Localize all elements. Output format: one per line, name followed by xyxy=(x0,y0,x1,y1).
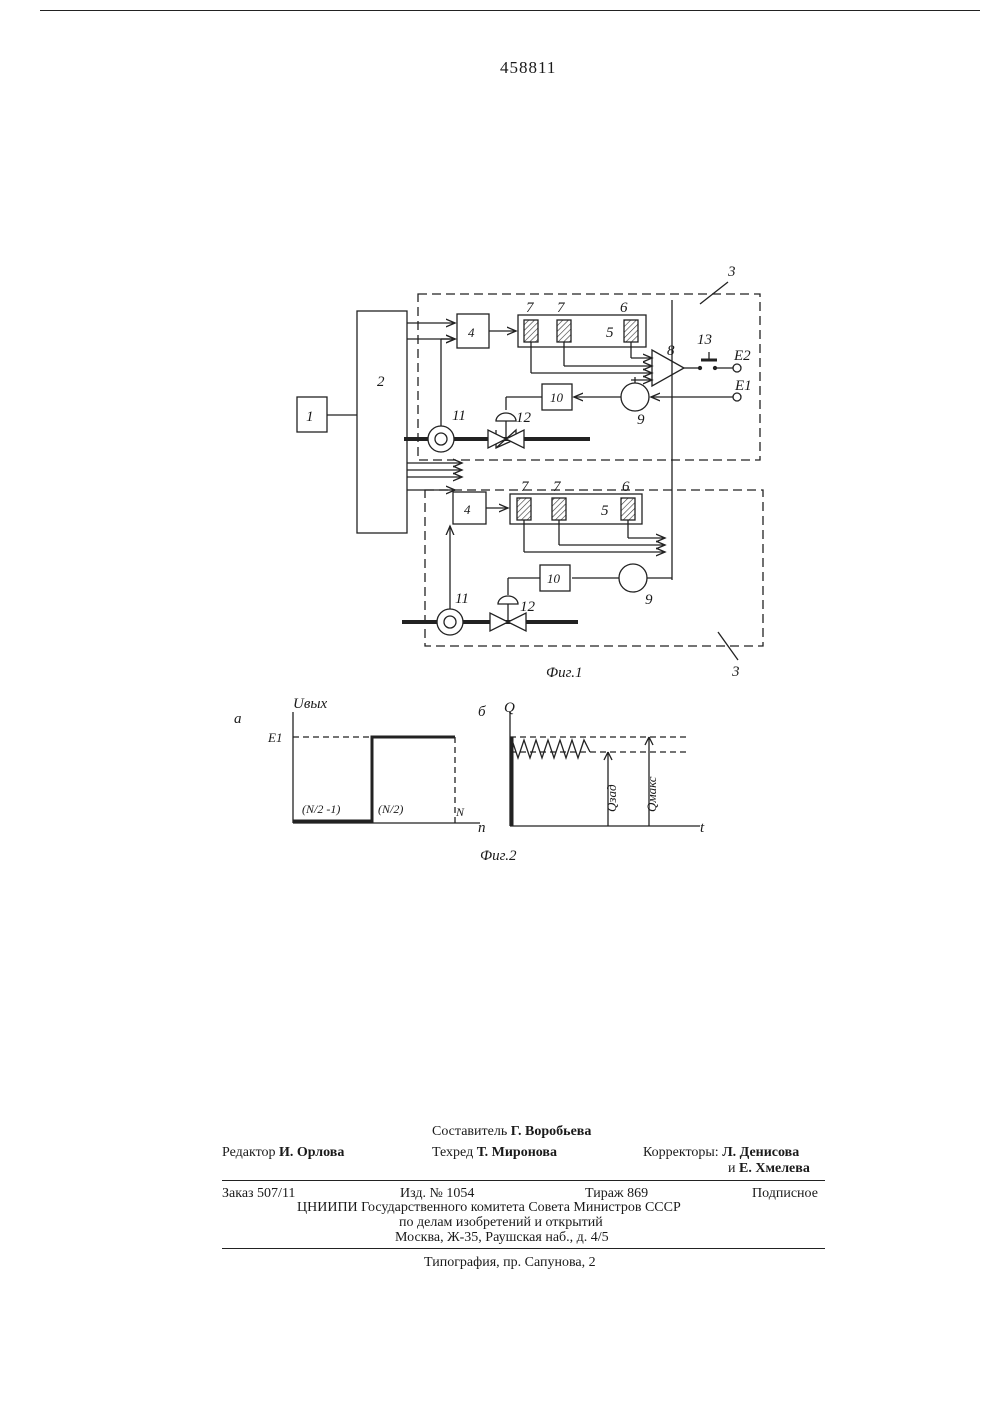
label-1: 1 xyxy=(306,409,314,425)
block-2 xyxy=(357,311,407,533)
panel-a-level-label: E1 xyxy=(267,730,282,745)
panel-b-qmax: Qмакс xyxy=(644,776,659,812)
element-7b-upper xyxy=(557,320,571,342)
label-12-lower: 12 xyxy=(520,599,536,615)
panel-a-ylabel: Uвых xyxy=(293,696,328,712)
label-7b-lower: 7 xyxy=(553,479,562,495)
label-4-lower: 4 xyxy=(464,502,471,517)
unit-3-upper xyxy=(418,294,760,460)
figure-2 xyxy=(293,712,700,826)
label-4-upper: 4 xyxy=(468,325,475,340)
figure-1-caption: Фиг.1 xyxy=(546,665,582,681)
panel-a-tick-1: (N/2 -1) xyxy=(302,802,340,816)
panel-a-tick-2: (N/2) xyxy=(378,802,403,816)
panel-b-ylabel: Q xyxy=(504,700,515,716)
element-7a-upper xyxy=(524,320,538,342)
element-7a-lower xyxy=(517,498,531,520)
label-e1: E1 xyxy=(734,378,752,394)
figure-2-caption: Фиг.2 xyxy=(480,848,517,864)
label-13: 13 xyxy=(697,332,712,348)
label-2: 2 xyxy=(377,374,385,390)
label-10-upper: 10 xyxy=(550,390,564,405)
label-8: 8 xyxy=(667,343,675,359)
label-3-upper: 3 xyxy=(727,264,736,280)
valve-12-lower xyxy=(490,613,508,631)
panel-b-qset: Qзад xyxy=(604,784,619,812)
label-6-upper: 6 xyxy=(620,300,628,316)
label-e2: E2 xyxy=(733,348,751,364)
label-10-lower: 10 xyxy=(547,571,561,586)
label-5-upper: 5 xyxy=(606,325,614,341)
label-7a-upper: 7 xyxy=(526,300,535,316)
label-11-lower: 11 xyxy=(455,591,469,607)
panel-a-letter: а xyxy=(234,711,242,727)
label-6-lower: 6 xyxy=(622,479,630,495)
element-9-upper xyxy=(621,383,649,411)
element-7b-lower xyxy=(552,498,566,520)
element-9-lower xyxy=(619,564,647,592)
element-6-upper xyxy=(624,320,638,342)
panel-b-letter: б xyxy=(478,704,486,720)
element-6-lower xyxy=(621,498,635,520)
label-7b-upper: 7 xyxy=(557,300,566,316)
label-12-upper: 12 xyxy=(516,410,532,426)
label-9-lower: 9 xyxy=(645,592,653,608)
panel-a-tick-n: N xyxy=(455,805,465,819)
label-3-lower: 3 xyxy=(731,664,740,680)
terminal-e2 xyxy=(733,364,741,372)
label-11-upper: 11 xyxy=(452,408,466,424)
label-7a-lower: 7 xyxy=(521,479,530,495)
panel-b-signal xyxy=(512,740,590,758)
panel-a-xlabel: n xyxy=(478,820,486,836)
panel-b-xlabel: t xyxy=(700,820,705,836)
label-5-lower: 5 xyxy=(601,503,609,519)
label-9-upper: 9 xyxy=(637,412,645,428)
terminal-e1 xyxy=(733,393,741,401)
